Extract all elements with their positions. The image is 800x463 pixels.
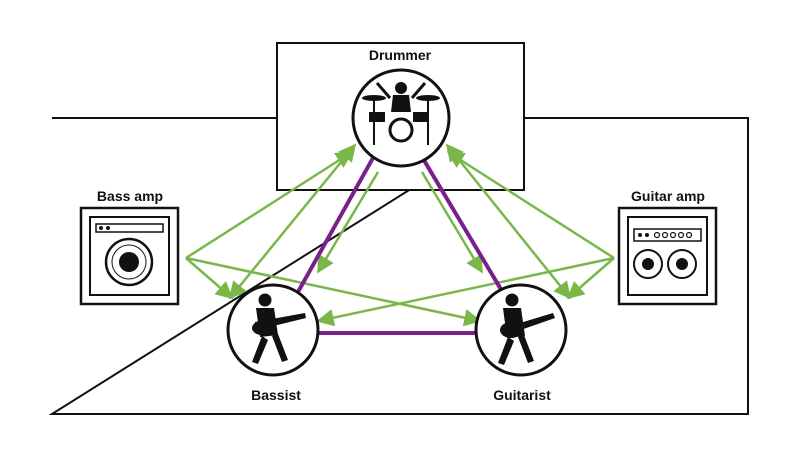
arrow-guitaramp-drummer [446, 150, 615, 260]
guitarist-icon [474, 283, 568, 377]
label-guitar-amp: Guitar amp [631, 188, 705, 204]
arrow-guitaramp-guitarist [566, 257, 615, 300]
green-arrows [185, 143, 615, 327]
purple-triangle [273, 113, 529, 335]
arrow-guitaramp-bassist [316, 256, 615, 327]
bassist-icon [226, 283, 320, 377]
arrow-inner-guitarist [420, 171, 484, 274]
label-bassist: Bassist [251, 387, 301, 403]
label-drummer: Drummer [369, 47, 432, 63]
arrow-inner-bassist [316, 171, 380, 274]
arrow-bassamp-drummer [185, 150, 354, 260]
arrow-bassamp-bassist [185, 257, 234, 300]
guitar-amp-icon [617, 206, 718, 306]
label-bass-amp: Bass amp [97, 188, 163, 204]
arrow-bassamp-guitarist [185, 256, 482, 327]
bass-amp-icon [79, 206, 180, 306]
stage-outline [48, 117, 749, 415]
label-guitarist: Guitarist [493, 387, 551, 403]
drummer-icon [351, 68, 451, 168]
